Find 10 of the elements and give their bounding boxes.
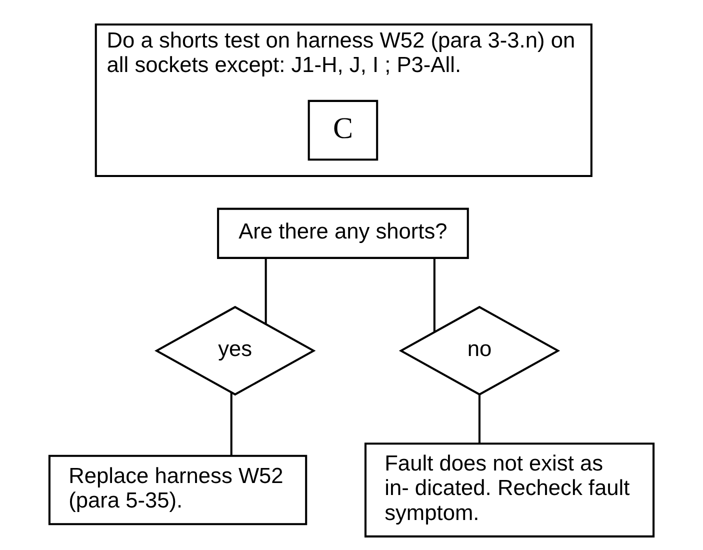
node-box: Fault does not exist as in- dicated. Recheck fault symptom. — [364, 442, 655, 538]
connector — [264, 258, 267, 324]
connector — [433, 258, 436, 332]
connector — [230, 392, 232, 456]
connector — [478, 394, 480, 444]
node-diamond: yes — [154, 306, 316, 396]
node-box: C — [308, 100, 378, 161]
node-box: Replace harness W52 (para 5-35). — [48, 454, 308, 526]
node-box: Are there any shorts? — [217, 208, 469, 259]
node-diamond: no — [398, 306, 560, 396]
